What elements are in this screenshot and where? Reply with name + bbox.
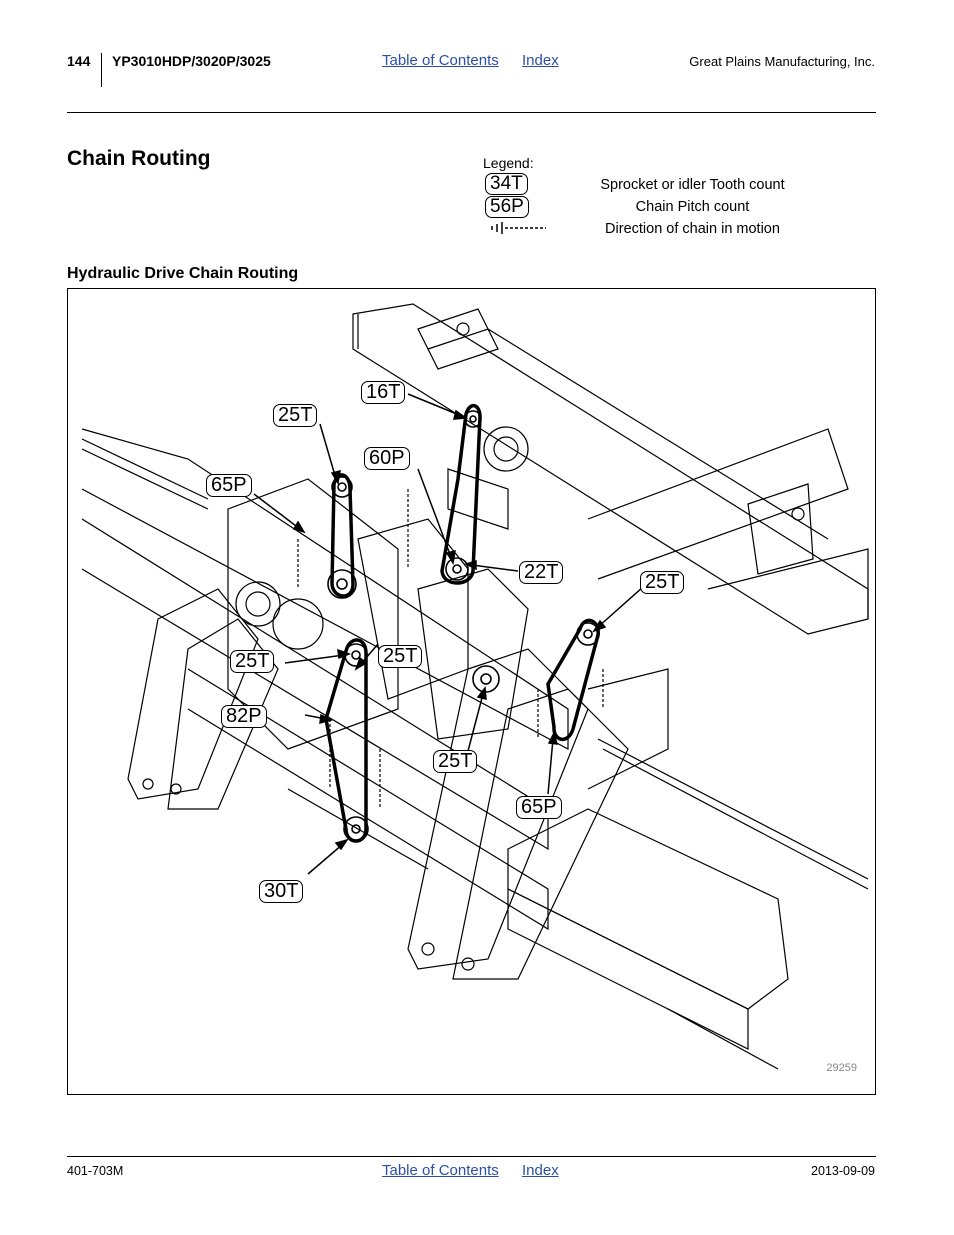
callout-25t-upper-left: 25T	[273, 404, 318, 427]
header-rule	[67, 112, 876, 113]
callout-25t-middle: 25T	[378, 645, 423, 668]
toc-link-bottom[interactable]: Table of Contents	[382, 1162, 499, 1179]
callout-25t-lower: 25T	[433, 750, 478, 773]
callout-25t-middle-left: 25T	[230, 650, 275, 673]
figure-number: 29259	[826, 1062, 857, 1074]
callout-25t-right: 25T	[640, 571, 685, 594]
chain-routing-diagram: 16T 25T 60P 65P 22T 25T 25T 25T 82P 25T …	[67, 288, 876, 1095]
chain-direction-icon	[491, 222, 546, 234]
index-link-top[interactable]: Index	[522, 52, 559, 69]
section-title: Chain Routing	[67, 147, 211, 170]
callout-22t: 22T	[519, 561, 564, 584]
callout-30t: 30T	[259, 880, 304, 903]
header-divider	[101, 53, 102, 87]
doc-number: 401-703M	[67, 1164, 124, 1178]
subsection-title: Hydraulic Drive Chain Routing	[67, 265, 299, 282]
callout-16t: 16T	[361, 381, 406, 404]
legend-pitch-text: Chain Pitch count	[635, 199, 750, 215]
publish-date: 2013-09-09	[811, 1164, 875, 1178]
callout-65p-right: 65P	[516, 796, 562, 819]
footer-rule	[67, 1156, 876, 1157]
machine-drawing	[81, 303, 869, 1070]
model-title: YP3010HDP/3020P/3025	[112, 53, 271, 69]
company-name: Great Plains Manufacturing, Inc.	[689, 54, 875, 69]
legend-tooth-symbol: 34T	[485, 173, 528, 195]
callout-82p: 82P	[221, 705, 267, 728]
toc-link-top[interactable]: Table of Contents	[382, 52, 499, 69]
callout-60p: 60P	[364, 447, 410, 470]
legend-title: Legend:	[483, 155, 534, 171]
legend-tooth-text: Sprocket or idler Tooth count	[600, 177, 785, 193]
legend-direction-text: Direction of chain in motion	[605, 221, 780, 237]
page-number: 144	[67, 53, 91, 69]
index-link-bottom[interactable]: Index	[522, 1162, 559, 1179]
legend-pitch-symbol: 56P	[485, 196, 529, 218]
callout-65p-left: 65P	[206, 474, 252, 497]
